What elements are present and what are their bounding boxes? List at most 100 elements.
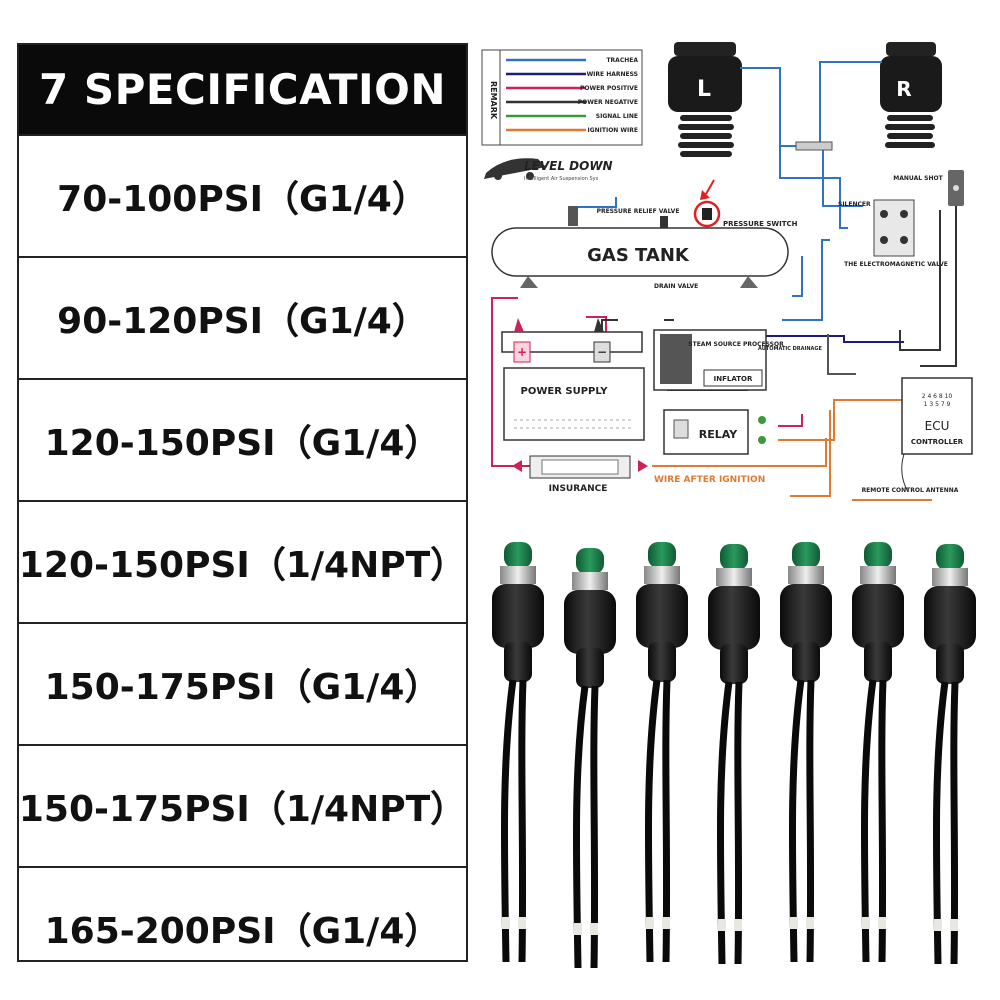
switch-part (878, 917, 886, 929)
switch-part (734, 919, 742, 931)
spec-row: 70-100PSI（G1/4） (19, 134, 466, 256)
brand-tagline: Intelligent Air Suspension Sys (524, 176, 599, 182)
left-air-spring: L (668, 42, 742, 157)
spec-title: 7 SPECIFICATION (19, 45, 466, 134)
legend-label: POWER POSITIVE (580, 85, 638, 92)
pressure-switch (924, 544, 976, 965)
inflator-unit: STEAM SOURCE PROCESSOR AUTOMATIC DRAINAG… (653, 329, 823, 391)
switch-part (504, 542, 532, 568)
valve-label: THE ELECTROMAGNETIC VALVE (844, 261, 948, 268)
spec-row: 150-175PSI（1/4NPT） (19, 744, 466, 866)
manual-shot-label: MANUAL SHOT (893, 175, 943, 182)
switch-part (492, 584, 544, 648)
pressure-switch-label: PRESSURE SWITCH (723, 220, 798, 228)
controller-label: CONTROLLER (911, 438, 964, 446)
right-air-spring: R (880, 42, 942, 148)
left-label: L (697, 77, 711, 102)
switch-part (790, 917, 798, 929)
switch-part (518, 917, 526, 929)
pressure-switch (852, 542, 904, 963)
ecu-pins-bottom: 1 3 5 7 9 (924, 401, 951, 408)
spec-row: 90-120PSI（G1/4） (19, 256, 466, 378)
insurance-fuse: INSURANCE (512, 455, 648, 494)
automatic-drainage-label: AUTOMATIC DRAINAGE (758, 346, 822, 352)
switch-part (574, 923, 582, 935)
pressure-switch-marker: PRESSURE SWITCH PRESSURE RELIEF VALVE (568, 179, 798, 228)
legend-label: TRACHEA (606, 57, 638, 64)
switch-part (504, 642, 532, 682)
pressure-switches-photo (492, 542, 976, 969)
inflator-label: INFLATOR (714, 375, 753, 383)
ecu-controller: 2 4 6 8 10 1 3 5 7 9 ECU CONTROLLER (901, 377, 973, 493)
switch-part (792, 542, 820, 568)
pressure-switch (564, 548, 616, 969)
switch-part (864, 642, 892, 682)
switch-part (718, 919, 726, 931)
drain-valve-label: DRAIN VALVE (654, 283, 698, 290)
switch-part (716, 568, 752, 586)
switch-part (708, 586, 760, 650)
switch-part (932, 568, 968, 586)
switch-part (648, 542, 676, 568)
minus-terminal: − (597, 345, 607, 359)
switch-part (500, 566, 536, 584)
spec-row: 165-200PSI（G1/4） (19, 866, 466, 988)
brand-name: LEVEL DOWN (524, 159, 613, 173)
pressure-relief-label: PRESSURE RELIEF VALVE (597, 208, 680, 215)
steam-source-label: STEAM SOURCE PROCESSOR (688, 341, 784, 348)
pressure-switch (636, 542, 688, 963)
switch-part (576, 648, 604, 688)
ecu-pins-top: 2 4 6 8 10 (922, 393, 953, 400)
specification-table: 7 SPECIFICATION 70-100PSI（G1/4） 90-120PS… (17, 43, 468, 962)
insurance-label: INSURANCE (549, 484, 608, 494)
switch-part (576, 548, 604, 574)
switch-part (572, 572, 608, 590)
switch-part (924, 586, 976, 650)
switch-part (936, 544, 964, 570)
legend-label: POWER NEGATIVE (578, 99, 638, 106)
remark-title: REMARK (489, 81, 498, 120)
spec-row: 120-150PSI（1/4NPT） (19, 500, 466, 622)
wire-after-ignition-label: WIRE AFTER IGNITION (654, 475, 765, 485)
silencer-label: SILENCER (838, 201, 871, 208)
electromagnetic-valve: SILENCER THE ELECTROMAGNETIC VALVE (838, 199, 948, 268)
switch-part (934, 919, 942, 931)
right-label: R (896, 77, 911, 101)
switch-part (720, 644, 748, 684)
switch-part (788, 566, 824, 584)
legend-label: IGNITION WIRE (587, 127, 638, 134)
spec-row: 150-175PSI（G1/4） (19, 622, 466, 744)
switch-part (950, 919, 958, 931)
switch-part (862, 917, 870, 929)
spec-row: 120-150PSI（G1/4） (19, 378, 466, 500)
switch-part (590, 923, 598, 935)
switch-part (936, 644, 964, 684)
pressure-switch (708, 544, 760, 965)
pressure-switch (492, 542, 544, 963)
remote-antenna-label: REMOTE CONTROL ANTENNA (862, 487, 959, 494)
switch-part (564, 590, 616, 654)
switch-part (780, 584, 832, 648)
switch-part (792, 642, 820, 682)
switch-part (646, 917, 654, 929)
brand-logo: LEVEL DOWN Intelligent Air Suspension Sy… (484, 158, 613, 182)
gas-tank: GAS TANK DRAIN VALVE (491, 227, 789, 290)
manual-shot: MANUAL SHOT (893, 170, 964, 206)
switch-part (648, 642, 676, 682)
switch-part (860, 566, 896, 584)
ecu-label: ECU (925, 419, 950, 433)
switch-part (720, 544, 748, 570)
switch-part (636, 584, 688, 648)
relay: RELAY (663, 409, 766, 455)
power-supply-label: POWER SUPPLY (521, 386, 609, 397)
switch-part (662, 917, 670, 929)
relay-label: RELAY (699, 428, 738, 441)
switch-part (502, 917, 510, 929)
gas-tank-label: GAS TANK (587, 245, 690, 266)
pressure-switch (780, 542, 832, 963)
plus-terminal: + (517, 345, 527, 359)
legend-label: SIGNAL LINE (596, 113, 638, 120)
switch-part (644, 566, 680, 584)
